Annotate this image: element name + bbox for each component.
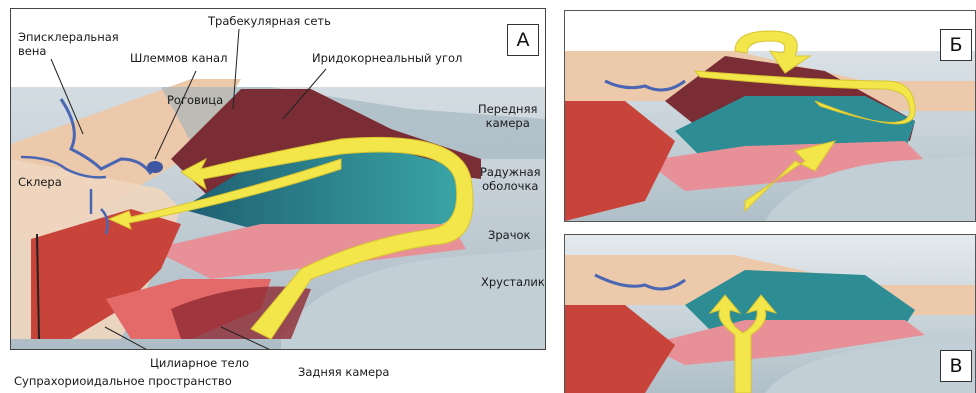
label-iris-line1: Радужная — [480, 165, 541, 179]
panel-c: В — [564, 234, 976, 393]
label-iris-line2: оболочка — [480, 179, 541, 193]
label-sclera: Склера — [18, 175, 62, 189]
eye-anatomy-illustration-a — [11, 9, 545, 349]
label-iridocorneal-angle: Иридокорнеальный угол — [312, 51, 462, 65]
panel-c-badge: В — [940, 350, 972, 382]
panel-b: Б — [564, 10, 976, 222]
label-trabecular-meshwork: Трабекулярная сеть — [208, 14, 331, 28]
eye-anatomy-illustration-c — [565, 235, 975, 393]
label-lens: Хрусталик — [481, 275, 545, 289]
label-episcleral-vein: Эписклеральная вена — [18, 30, 119, 58]
label-episcleral-vein-line2: вена — [18, 44, 119, 58]
label-pupil: Зрачок — [488, 228, 531, 242]
panel-b-badge: Б — [940, 29, 972, 61]
label-anterior-chamber-line2: камера — [478, 116, 537, 130]
label-schlemm-canal: Шлеммов канал — [130, 51, 227, 65]
panel-a-frame — [10, 8, 546, 350]
label-anterior-chamber-line1: Передняя — [478, 102, 537, 116]
label-anterior-chamber: Передняя камера — [478, 102, 537, 130]
label-cornea: Роговица — [167, 93, 223, 107]
panel-a: А Эписклеральная вена Трабекулярная сеть… — [0, 0, 554, 392]
label-suprachoroidal-space: Супрахориоидальное пространство — [14, 374, 232, 388]
label-episcleral-vein-line1: Эписклеральная — [18, 30, 119, 44]
panel-a-badge: А — [507, 24, 539, 56]
label-iris: Радужная оболочка — [480, 165, 541, 193]
eye-anatomy-illustration-b — [565, 11, 975, 221]
label-ciliary-body: Цилиарное тело — [150, 356, 249, 370]
label-posterior-chamber: Задняя камера — [298, 365, 389, 379]
